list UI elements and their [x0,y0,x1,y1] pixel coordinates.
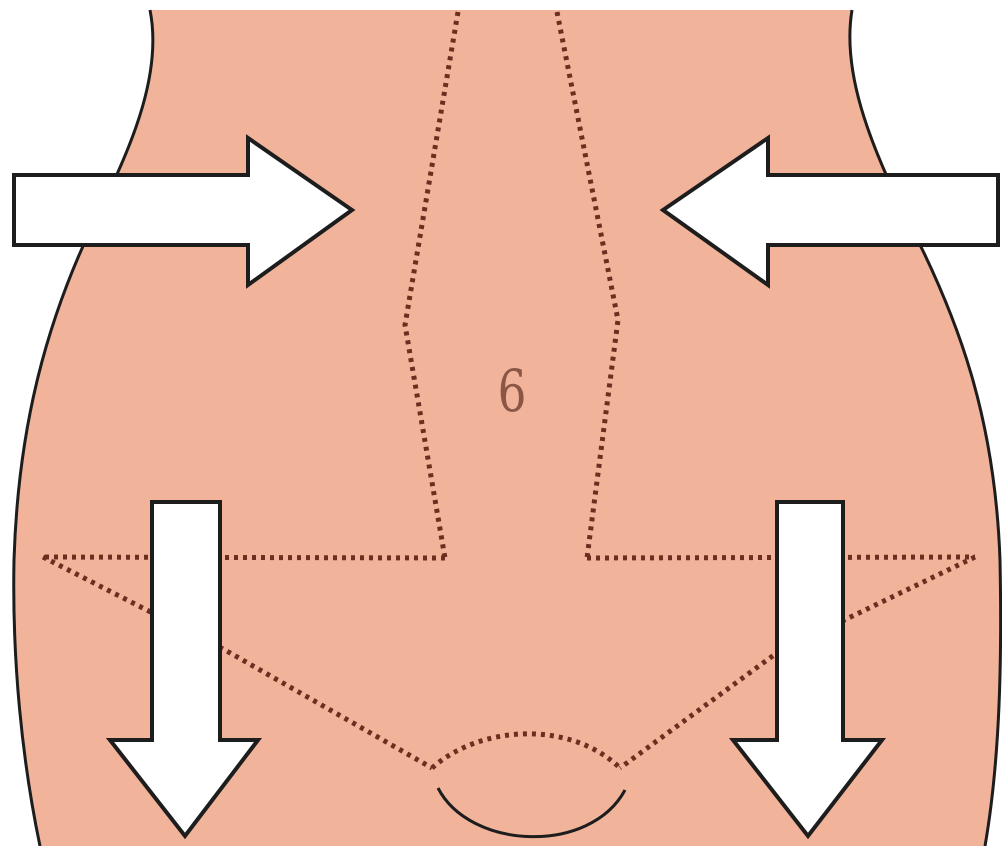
region-label: 6 [493,362,530,420]
